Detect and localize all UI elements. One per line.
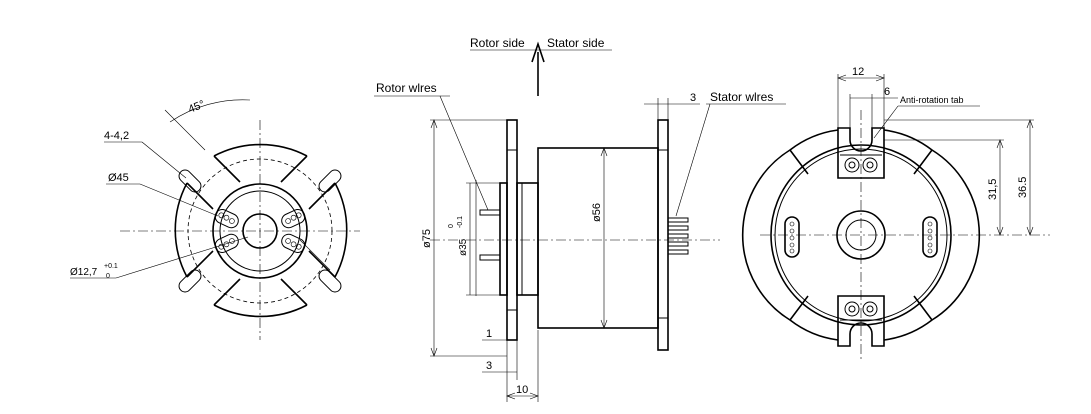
stator-flange <box>657 119 669 351</box>
bolt-circle <box>187 158 333 304</box>
stator-side-label: Stator side <box>547 36 605 50</box>
t3-top-label: 3 <box>690 92 696 104</box>
rotor-hub <box>499 182 508 296</box>
d35-tol-upper: 0 <box>448 224 455 228</box>
stator-wires <box>667 217 689 255</box>
w12-label: 12 <box>852 66 864 78</box>
hub-inner-circle <box>219 190 301 272</box>
angle-label: 45° <box>187 98 207 115</box>
d12-7-tol-lower: 0 <box>106 273 110 280</box>
h36-5-label: 36.5 <box>1017 177 1029 198</box>
stator-ring-outer <box>770 144 952 326</box>
direction-arrowhead <box>531 41 545 63</box>
stator-contacts-right <box>922 216 938 258</box>
d56-label: ø56 <box>591 203 603 222</box>
anti-rotation-tab-bottom <box>837 295 885 347</box>
neck <box>516 182 539 296</box>
anti-rotation-tab-label: Anti-rotation tab <box>900 95 964 105</box>
d12-7-tol-upper: +0.1 <box>104 263 118 270</box>
bore-circle <box>242 213 278 249</box>
rotor-side-label: Rotor side <box>470 36 525 50</box>
holes-label: 4-4,2 <box>104 130 129 142</box>
h31-5-label: 31,5 <box>987 179 999 200</box>
angle-arc <box>169 99 251 123</box>
d35-label: ø35 <box>458 238 469 256</box>
d75-label: ø75 <box>421 229 433 248</box>
stator-end-view: 12 6 Anti-rotation tab 31,5 36.5 <box>741 66 1050 360</box>
rotor-end-view: 45° 4-4,2 Ø45 Ø12,7 +0.1 0 <box>70 98 360 340</box>
d35-tol-lower: -0.1 <box>457 216 464 228</box>
t3-bottom-label: 3 <box>486 360 492 372</box>
anti-rotation-tab-top <box>837 127 885 179</box>
rotor-wires-label: Rotor wlres <box>376 81 437 95</box>
d12-7-label: Ø12,7 <box>70 267 98 278</box>
hub-circle <box>212 183 308 279</box>
stator-body <box>537 147 659 329</box>
t10-label: 10 <box>516 384 528 396</box>
t1-label: 1 <box>486 328 492 340</box>
rotor-flange <box>506 119 518 341</box>
side-view: Rotor side Stator side <box>374 36 786 402</box>
mounting-slots <box>178 169 342 293</box>
flange-outline <box>174 143 348 318</box>
d45-label: Ø45 <box>108 172 129 184</box>
rotor-wires <box>475 180 501 296</box>
w6-label: 6 <box>884 86 890 98</box>
stator-wires-label: Stator wlres <box>710 90 773 104</box>
stator-contacts-left <box>784 216 800 258</box>
